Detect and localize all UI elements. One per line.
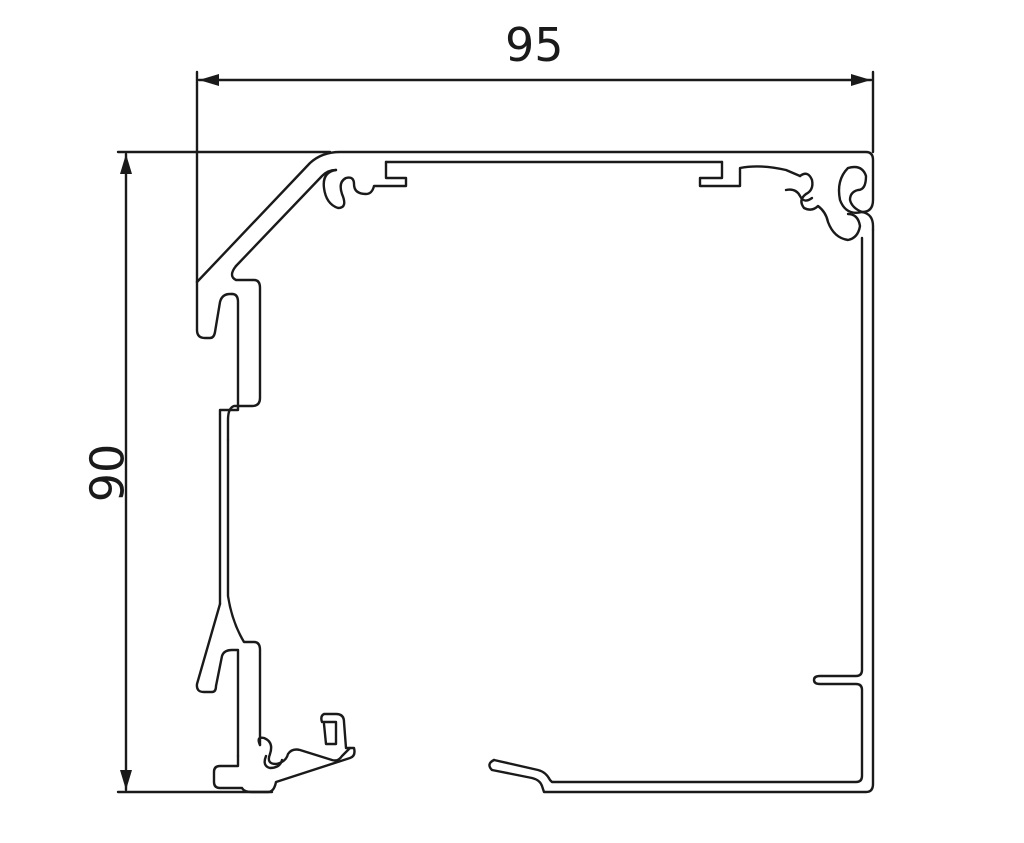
height-arrow-bottom — [120, 770, 132, 790]
left-wall-long-outer — [226, 438, 262, 747]
left-wall-upper-inner — [218, 292, 240, 606]
height-arrow-top — [120, 154, 132, 174]
left-top-hook — [195, 280, 234, 340]
bottom-lip — [488, 228, 875, 794]
trunking-base-bottom-right — [488, 228, 875, 794]
cover-inner-edge — [234, 168, 338, 268]
corner-hinge-bulb — [837, 165, 868, 214]
left-lower-hook — [195, 602, 240, 758]
bottom-left-clip — [257, 736, 352, 766]
cover-clip-right — [698, 160, 802, 188]
width-dimension — [195, 70, 875, 284]
corner-hinge-outer — [798, 172, 862, 242]
left-wall-upper-outer — [226, 264, 262, 442]
width-arrow-right — [851, 74, 871, 86]
height-dimension-label: 90 — [80, 443, 135, 503]
trunking-cover — [195, 150, 875, 284]
trunking-base-left-wall — [195, 264, 262, 758]
width-dimension-label: 95 — [505, 18, 564, 72]
bottom-left-clip-bulb — [263, 754, 284, 770]
height-dimension — [116, 150, 332, 794]
bottom-lip-inner — [492, 236, 864, 784]
cover-clip-left — [322, 160, 408, 210]
right-wall-top — [860, 210, 875, 232]
corner-hinge-detail — [784, 188, 814, 202]
trunking-base-right-wall — [860, 210, 875, 232]
cover-outer-edge — [195, 150, 875, 284]
trunking-base-bottom-left — [212, 712, 356, 794]
width-arrow-left — [199, 74, 219, 86]
bottom-left-foot — [212, 712, 356, 794]
